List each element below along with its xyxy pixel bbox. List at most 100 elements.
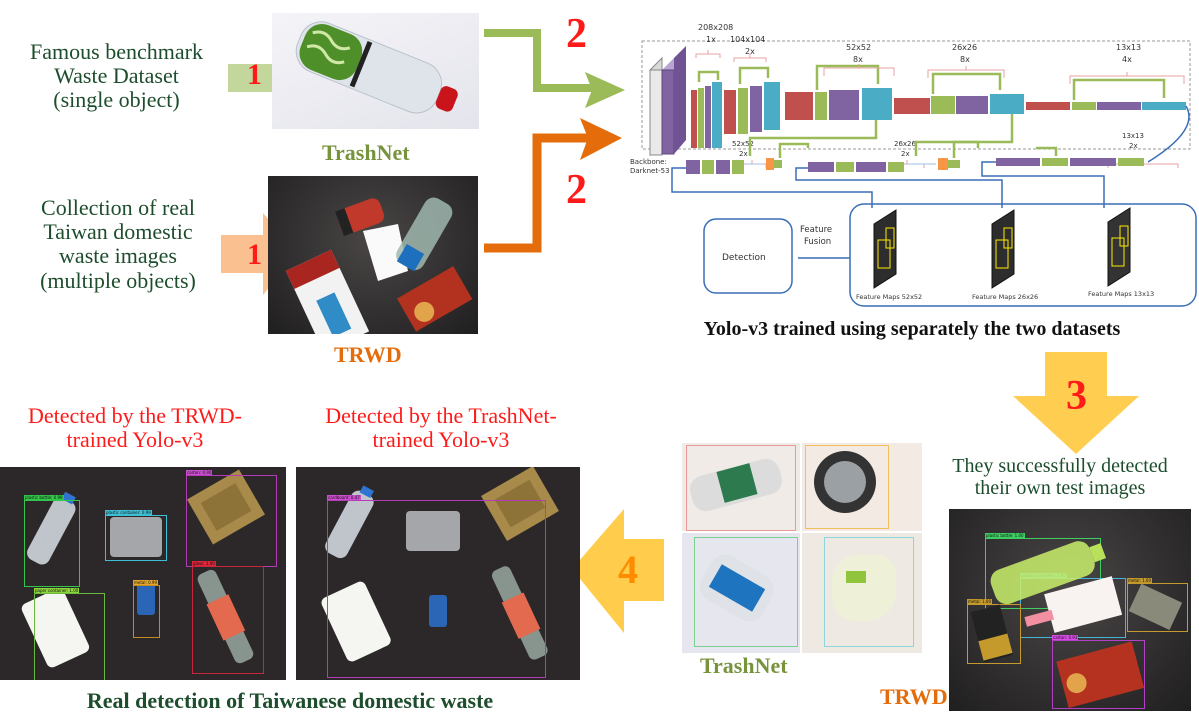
stage-label-104: 104x104 <box>730 35 765 44</box>
trashnet-test-image-plastic <box>682 533 800 653</box>
layer-block <box>724 90 736 134</box>
real-waste-objects <box>321 467 559 662</box>
detection-box <box>186 475 277 567</box>
layer-block <box>1026 102 1070 110</box>
stage-repeat-208: 1x <box>706 35 716 44</box>
detection-box <box>1052 640 1145 709</box>
detection-box <box>327 500 546 678</box>
trashnet-detection-title-line: Detected by the TrashNet- <box>325 403 557 428</box>
trashnet-detection-title: Detected by the TrashNet- trained Yolo-v… <box>296 403 586 453</box>
neck-block <box>716 160 730 174</box>
connection-line <box>1147 105 1190 163</box>
detection-label: plastic bottle: 1.00 <box>985 533 1025 538</box>
layer-block <box>1072 102 1096 110</box>
trwd-source-line: Collection of real <box>41 195 195 220</box>
detection-box <box>703 218 793 294</box>
detection-box <box>133 585 160 638</box>
detection-box <box>985 538 1101 609</box>
detection-label: paper container: 1.00 <box>34 588 80 593</box>
layer-block <box>785 92 813 120</box>
waste-objects-illustration <box>285 197 473 334</box>
layer-block <box>894 98 930 114</box>
stage-label-208: 208x208 <box>698 23 733 32</box>
step3-arrow <box>1013 352 1139 454</box>
neck-block <box>1118 158 1144 166</box>
neck-label-13: 13x13 <box>1122 132 1144 140</box>
yolo-v3-architecture-diagram: 208x208 1x 104x104 2x 52x52 8x 26x26 8x … <box>630 23 1197 307</box>
layer-block <box>1097 102 1141 110</box>
neck-block <box>1070 158 1116 166</box>
layer-block <box>661 69 675 155</box>
feature-fusion-label: Fusion <box>804 237 831 247</box>
layer-block <box>712 82 722 148</box>
yolo-diagram-caption: Yolo-v3 trained using separately the two… <box>703 318 1121 340</box>
layer-block <box>698 88 704 148</box>
layer-block <box>829 90 859 120</box>
trwd-source-text: Collection of real Taiwan domestic waste… <box>18 195 218 293</box>
real-detection-caption: Real detection of Taiwanese domestic was… <box>86 688 494 713</box>
stage-label-13: 13x13 <box>1116 43 1141 52</box>
layer-block <box>738 88 748 134</box>
trashnet-dataset-label: TrashNet <box>322 140 410 165</box>
layer-block <box>862 88 892 120</box>
stage-repeat-26: 8x <box>960 55 970 64</box>
trwd-dataset-label: TRWD <box>334 342 402 367</box>
trashnet-detection-title-line: trained Yolo-v3 <box>372 427 510 453</box>
trwd-detection-title: Detected by the TRWD- trained Yolo-v3 <box>0 403 270 453</box>
neck-label-52: 52x52 <box>732 140 754 148</box>
trwd-detection-title-line: trained Yolo-v3 <box>66 427 204 453</box>
layer-block <box>764 82 780 130</box>
neck-block <box>808 162 834 172</box>
feature-map-52 <box>873 209 897 289</box>
step4-number: 4 <box>618 547 638 592</box>
layer-block <box>990 94 1024 114</box>
step2-number-trashnet: 2 <box>566 11 587 57</box>
step2-arrows <box>484 29 625 253</box>
stage-repeat-13: 4x <box>1122 55 1132 64</box>
step2-arrow-trwd <box>484 133 590 253</box>
trashnet-source-text: Famous benchmark Waste Dataset (single o… <box>14 39 219 113</box>
real-waste-objects <box>21 469 265 668</box>
feature-map-label-13: Feature Maps 13x13 <box>1088 290 1154 298</box>
neck-block <box>888 162 904 172</box>
detection-label: plastic container: 0.99 <box>105 510 152 515</box>
step2-arrowhead-trashnet <box>585 72 625 108</box>
detection-label: metal: 1.00 <box>1127 578 1153 583</box>
layer-block <box>956 96 988 114</box>
layer-block <box>1142 102 1186 110</box>
neck-block <box>766 158 774 170</box>
trashnet-test-image-trash <box>802 533 922 653</box>
layer-block <box>931 96 955 114</box>
layer-block <box>691 90 697 148</box>
detection-box <box>34 593 105 680</box>
stage-label-52: 52x52 <box>846 43 871 52</box>
detection-box <box>967 604 1021 664</box>
neck-block <box>856 162 886 172</box>
trashnet-source-line: Famous benchmark <box>30 39 203 64</box>
layer-block <box>705 86 711 148</box>
backbone-label: Darknet-53 <box>630 167 670 175</box>
trwd-source-line: (multiple objects) <box>40 267 196 293</box>
neck-block <box>996 158 1040 166</box>
connection-line <box>795 167 1003 208</box>
neck-block <box>836 162 854 172</box>
detection-label: cardboard: 0.47 <box>327 495 361 500</box>
step3-text: They successfully detected their own tes… <box>928 455 1192 499</box>
trashnet-source-line: (single object) <box>53 87 180 113</box>
step3-text-line: their own test images <box>974 477 1146 499</box>
step2-arrow-trashnet <box>484 29 595 92</box>
stage-repeat-52: 8x <box>853 55 863 64</box>
neck-block <box>686 160 700 174</box>
neck-label-26: 26x26 <box>894 140 917 148</box>
trwd-detection-title-line: Detected by the TRWD- <box>27 403 243 428</box>
stage-label-26: 26x26 <box>952 43 977 52</box>
trwd-source-line: waste images <box>59 243 177 269</box>
plastic-bottle-illustration <box>295 21 458 114</box>
detection-label: metal: 1.00 <box>967 599 993 604</box>
neck-block <box>948 160 960 168</box>
step3-number: 3 <box>1066 373 1087 419</box>
detection-label: glass: 1.00 <box>192 561 216 566</box>
feature-map-label-26: Feature Maps 26x26 <box>972 293 1038 301</box>
step3-text-line: They successfully detected <box>952 455 1168 477</box>
neck-block <box>1042 158 1068 166</box>
